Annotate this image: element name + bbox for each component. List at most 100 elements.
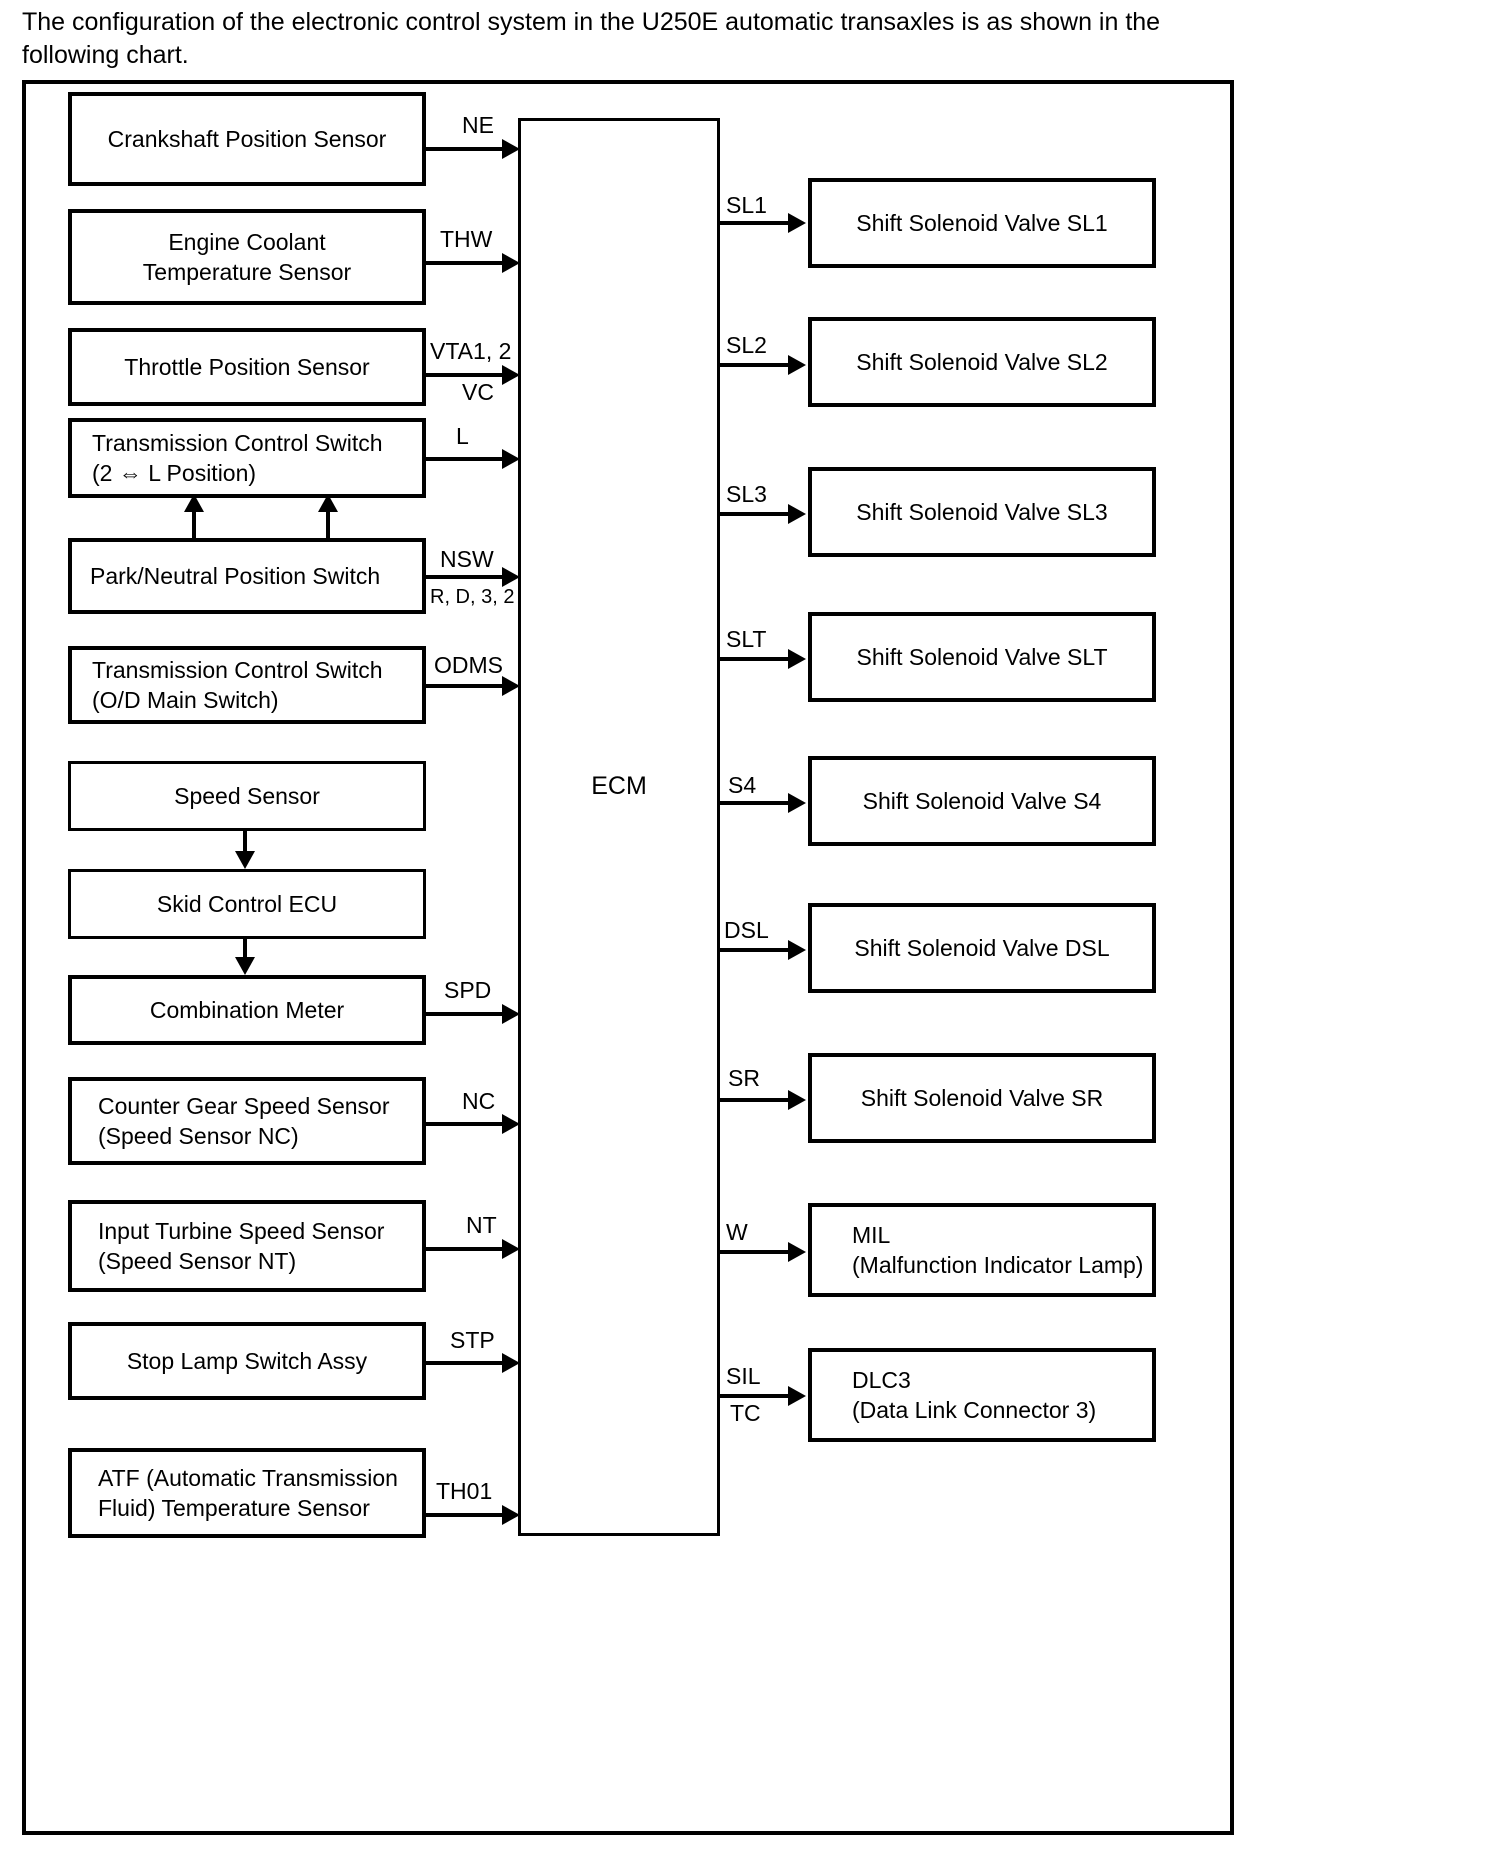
box-line: DLC3 [852, 1367, 911, 1393]
intro-paragraph: The configuration of the electronic cont… [22, 8, 1161, 69]
arrow-s4 [788, 793, 806, 813]
output-box-shift-solenoid-valve-slt[interactable]: Shift Solenoid Valve SLT [808, 612, 1156, 702]
box-line: Transmission Control Switch [92, 430, 383, 456]
arrow-w [788, 1242, 806, 1262]
connector-line-sl3 [720, 512, 790, 516]
signal-label-nsw: NSW [440, 546, 494, 572]
output-box-shift-solenoid-valve-s4[interactable]: Shift Solenoid Valve S4 [808, 756, 1156, 846]
connector-line-s4 [720, 801, 790, 805]
arrow-sr [788, 1090, 806, 1110]
input-box-transmission-control-switch-od[interactable]: Transmission Control Switch (O/D Main Sw… [68, 646, 426, 724]
arrow-l [502, 449, 520, 469]
box-line: (Speed Sensor NC) [98, 1123, 299, 1149]
signal-label-vta12: VTA1, 2 [430, 338, 512, 364]
input-box-stop-lamp-switch-assy[interactable]: Stop Lamp Switch Assy [68, 1322, 426, 1400]
input-box-speed-sensor[interactable]: Speed Sensor [68, 761, 426, 831]
signal-label-slt: SLT [726, 626, 767, 652]
box-line: Skid Control ECU [156, 891, 338, 917]
box-line: (Speed Sensor NT) [98, 1248, 297, 1274]
arrow-skid-to-meter [235, 957, 255, 975]
connector-line-sil [720, 1394, 790, 1398]
connector-line-l [426, 457, 504, 461]
signal-label-l: L [456, 423, 469, 449]
signal-label-nt: NT [466, 1212, 497, 1238]
signal-label-s4: S4 [728, 772, 757, 798]
signal-label-spd: SPD [444, 977, 492, 1003]
box-line: Transmission Control Switch [92, 657, 383, 683]
output-box-shift-solenoid-valve-sl3[interactable]: Shift Solenoid Valve SL3 [808, 467, 1156, 557]
input-box-skid-control-ecu[interactable]: Skid Control ECU [68, 869, 426, 939]
signal-label-thw: THW [440, 226, 493, 252]
connector-line-odms [426, 684, 504, 688]
signal-label-w: W [726, 1219, 748, 1245]
box-line: Temperature Sensor [142, 259, 352, 285]
box-line: Shift Solenoid Valve SL2 [856, 349, 1108, 375]
signal-label-rd32: R, D, 3, 2 [430, 586, 515, 608]
output-box-shift-solenoid-valve-sl2[interactable]: Shift Solenoid Valve SL2 [808, 317, 1156, 407]
connector-line-skid-to-meter [243, 939, 247, 959]
input-box-park-neutral-position-switch[interactable]: Park/Neutral Position Switch [68, 538, 426, 614]
arrow-speed-to-skid [235, 851, 255, 869]
output-box-shift-solenoid-valve-sr[interactable]: Shift Solenoid Valve SR [808, 1053, 1156, 1143]
box-line: Shift Solenoid Valve S4 [862, 788, 1102, 814]
arrow-sl3 [788, 504, 806, 524]
box-line: Input Turbine Speed Sensor [98, 1218, 385, 1244]
connector-line-sl2 [720, 363, 790, 367]
connector-line-nc [426, 1122, 504, 1126]
connector-line-thw [426, 261, 504, 265]
box-line: Engine Coolant [168, 229, 326, 255]
box-line: Speed Sensor [174, 783, 320, 809]
connector-line-speed-to-skid [243, 831, 247, 853]
box-line: Fluid) Temperature Sensor [98, 1495, 370, 1521]
signal-label-sl2: SL2 [726, 332, 767, 358]
box-line: Stop Lamp Switch Assy [126, 1348, 368, 1374]
signal-label-sil: SIL [726, 1363, 761, 1389]
box-line: MIL [852, 1222, 891, 1248]
box-line: Throttle Position Sensor [124, 354, 370, 380]
box-line: Shift Solenoid Valve SLT [856, 644, 1108, 670]
connector-line-stp [426, 1361, 504, 1365]
arrow-pnp-to-tcs-left [184, 494, 204, 512]
signal-label-sl3: SL3 [726, 481, 767, 507]
signal-label-sr: SR [728, 1065, 760, 1091]
input-box-engine-coolant-temperature-sensor[interactable]: Engine Coolant Temperature Sensor [68, 209, 426, 305]
arrow-nc [502, 1114, 520, 1134]
output-box-shift-solenoid-valve-sl1[interactable]: Shift Solenoid Valve SL1 [808, 178, 1156, 268]
arrow-thw [502, 253, 520, 273]
connector-line-sl1 [720, 221, 790, 225]
connector-line-spd [426, 1012, 504, 1016]
signal-label-ne: NE [462, 112, 494, 138]
input-box-atf-temperature-sensor[interactable]: ATF (Automatic Transmission Fluid) Tempe… [68, 1448, 426, 1538]
arrow-spd [502, 1004, 520, 1024]
signal-label-dsl: DSL [724, 917, 769, 943]
input-box-counter-gear-speed-sensor[interactable]: Counter Gear Speed Sensor (Speed Sensor … [68, 1077, 426, 1165]
connector-line-ne [426, 147, 504, 151]
box-line: Crankshaft Position Sensor [107, 126, 387, 152]
box-line: Shift Solenoid Valve SL3 [856, 499, 1108, 525]
arrow-slt [788, 649, 806, 669]
arrow-th01 [502, 1505, 520, 1525]
signal-label-th01: TH01 [436, 1478, 493, 1504]
input-box-crankshaft-position-sensor[interactable]: Crankshaft Position Sensor [68, 92, 426, 186]
box-line: Shift Solenoid Valve SL1 [856, 210, 1108, 236]
input-box-input-turbine-speed-sensor[interactable]: Input Turbine Speed Sensor (Speed Sensor… [68, 1200, 426, 1292]
box-line: (Malfunction Indicator Lamp) [852, 1252, 1144, 1278]
input-box-transmission-control-switch-2l[interactable]: Transmission Control Switch (2 ⇔ L Posit… [68, 418, 426, 498]
output-box-mil[interactable]: MIL (Malfunction Indicator Lamp) [808, 1203, 1156, 1297]
arrow-pnp-to-tcs-right [318, 494, 338, 512]
output-box-shift-solenoid-valve-dsl[interactable]: Shift Solenoid Valve DSL [808, 903, 1156, 993]
connector-line-vta [426, 373, 504, 377]
signal-label-stp: STP [450, 1327, 495, 1353]
box-line: Combination Meter [149, 997, 345, 1023]
input-box-combination-meter[interactable]: Combination Meter [68, 975, 426, 1045]
arrow-sil [788, 1386, 806, 1406]
arrow-vta [502, 365, 520, 385]
box-line: (Data Link Connector 3) [852, 1397, 1097, 1423]
input-box-throttle-position-sensor[interactable]: Throttle Position Sensor [68, 328, 426, 406]
signal-label-tc: TC [730, 1400, 761, 1426]
output-box-dlc3[interactable]: DLC3 (Data Link Connector 3) [808, 1348, 1156, 1442]
box-line: (2 ⇔ L Position) [92, 460, 257, 486]
arrow-odms [502, 676, 520, 696]
ecm-label: ECM [591, 772, 647, 800]
connector-line-nt [426, 1247, 504, 1251]
